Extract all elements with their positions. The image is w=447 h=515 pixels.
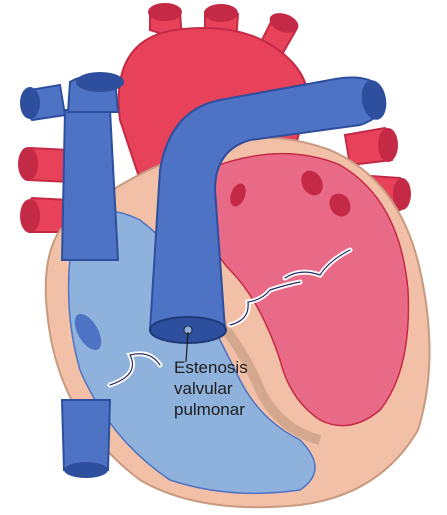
stenosis-label: Estenosis valvular pulmonar <box>174 357 248 420</box>
label-line-1: Estenosis <box>174 357 248 378</box>
label-line-3: pulmonar <box>174 399 248 420</box>
inferior-vena-cava <box>62 400 110 478</box>
label-line-2: valvular <box>174 378 248 399</box>
